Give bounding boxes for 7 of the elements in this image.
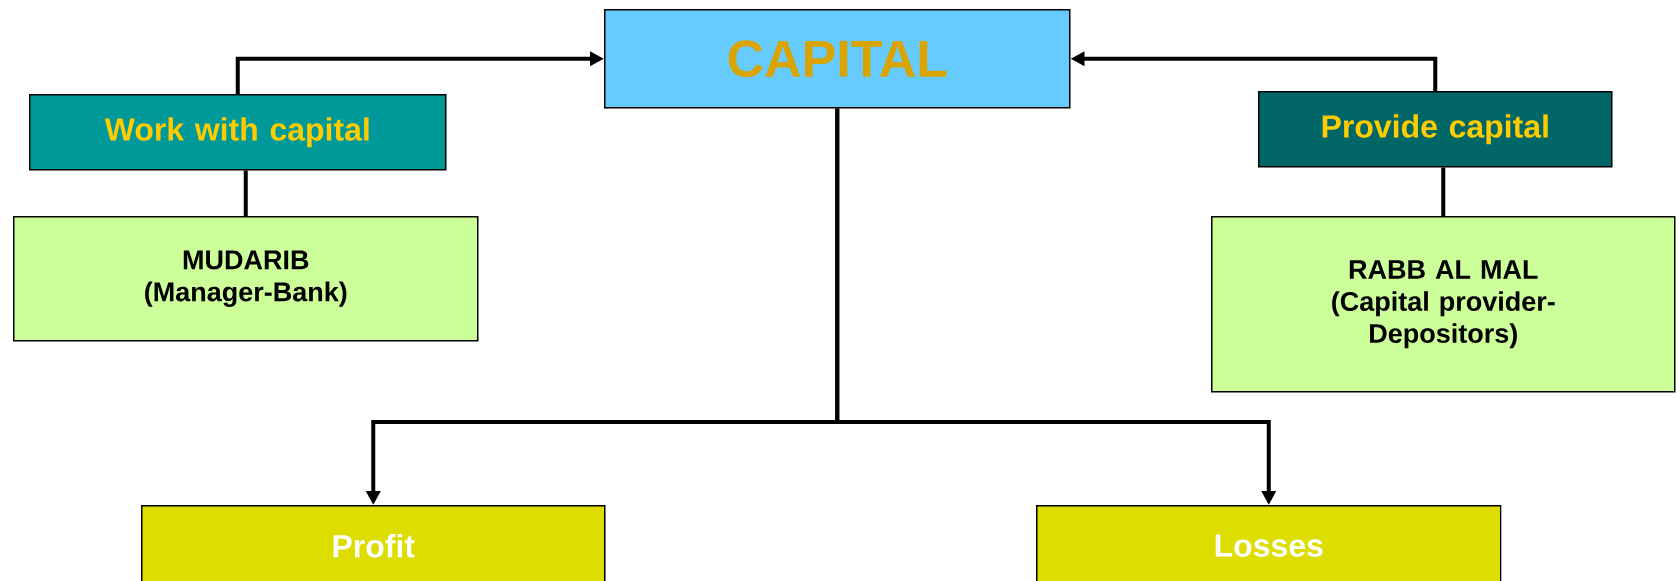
label-box: Work with capital	[29, 94, 447, 171]
label-box: Provide capital	[1258, 91, 1613, 168]
outcome-box: Profit	[141, 505, 606, 581]
role-box: MUDARIB (Manager-Bank)	[13, 216, 479, 342]
role-box: RABB AL MAL (Capital provider-Depositors)	[1211, 216, 1676, 393]
title-box: CAPITAL	[604, 9, 1071, 109]
outcome-box: Losses	[1036, 505, 1502, 581]
